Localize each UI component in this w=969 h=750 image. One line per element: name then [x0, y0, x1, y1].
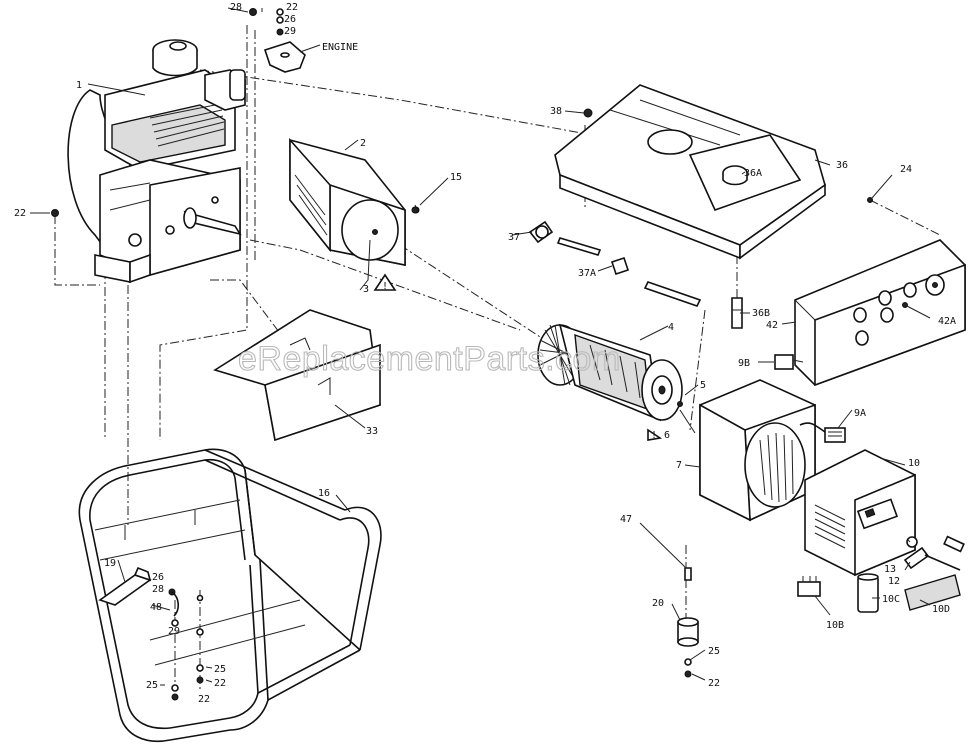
label-part-28-frame: 28 [152, 584, 164, 595]
bolt-24 [867, 197, 873, 203]
label-part-38: 38 [550, 106, 562, 117]
label-part-5: 5 [700, 380, 706, 391]
label-10d [904, 574, 961, 611]
label-part-1: 1 [76, 80, 82, 91]
label-part-33: 33 [366, 426, 378, 437]
label-part-29-frame: 29 [168, 626, 180, 637]
label-part-7: 7 [676, 460, 682, 471]
label-part-9a: 9A [854, 408, 866, 419]
label-part-29-top: 29 [284, 26, 296, 37]
label-part-3: 3 [363, 284, 369, 295]
label-part-10: 10 [908, 458, 920, 469]
label-part-48: 48 [150, 602, 162, 613]
label-part-22-top: 22 [286, 2, 298, 13]
screw-15 [411, 206, 419, 214]
label-part-28-top: 28 [230, 2, 242, 13]
label-part-19: 19 [104, 558, 116, 569]
engine-bracket-hardware [249, 8, 306, 73]
label-part-36b: 36B [752, 308, 770, 319]
label-part-2: 2 [360, 138, 366, 149]
stator-7 [699, 379, 846, 522]
label-part-36a: 36A [744, 168, 762, 179]
svg-text:!: ! [382, 281, 388, 292]
label-part-12: 12 [888, 576, 900, 587]
label-part-22-left: 22 [14, 208, 26, 219]
vibration-mount-20 [677, 567, 699, 678]
label-part-10d: 10D [932, 604, 950, 615]
engine-adapter-2 [289, 137, 420, 266]
top-cover-36 [554, 84, 826, 260]
rectifier-10b [797, 576, 821, 597]
control-panel-42 [794, 239, 966, 387]
label-part-15: 15 [450, 172, 462, 183]
warning-symbol-3: ! [373, 273, 397, 292]
label-part-24: 24 [900, 164, 912, 175]
svg-text:!: ! [651, 430, 657, 441]
capacitor-10c [857, 573, 879, 613]
label-part-10c: 10C [882, 594, 900, 605]
watermark-text: eReplacementParts.com [238, 340, 621, 378]
label-part-20: 20 [652, 598, 664, 609]
label-part-37a: 37A [578, 268, 596, 279]
label-part-9b: 9B [738, 358, 750, 369]
label-part-42: 42 [766, 320, 778, 331]
label-part-36: 36 [836, 160, 848, 171]
bolt-22-left [51, 209, 59, 217]
leader-lines [30, 7, 931, 686]
label-part-10b: 10B [826, 620, 844, 631]
label-part-37: 37 [508, 232, 520, 243]
label-engine: ENGINE [322, 42, 358, 53]
label-part-25-mount: 25 [708, 646, 720, 657]
label-part-13: 13 [884, 564, 896, 575]
label-part-22-frame: 22 [214, 678, 226, 689]
label-part-22-mount: 22 [708, 678, 720, 689]
label-part-47: 47 [620, 514, 632, 525]
receptacle-9b [774, 354, 804, 370]
rotor-4: ! [537, 323, 683, 441]
label-part-16: 16 [318, 488, 330, 499]
label-part-42a: 42A [938, 316, 956, 327]
part-labels: 1 2 3 4 5 6 7 9A 9B 10 10B 10C 10D 12 13… [14, 2, 956, 705]
fuel-fittings-37 [528, 220, 743, 329]
label-part-25-frame-b: 25 [146, 680, 158, 691]
label-part-25-frame: 25 [214, 664, 226, 675]
engine-assembly [67, 39, 246, 284]
label-part-4: 4 [668, 322, 674, 333]
label-part-6: 6 [664, 430, 670, 441]
end-cover-10 [804, 449, 965, 577]
label-part-26-top: 26 [284, 14, 296, 25]
label-part-22-frame-b: 22 [198, 694, 210, 705]
label-part-26-frame: 26 [152, 572, 164, 583]
frame-16 [78, 448, 382, 742]
